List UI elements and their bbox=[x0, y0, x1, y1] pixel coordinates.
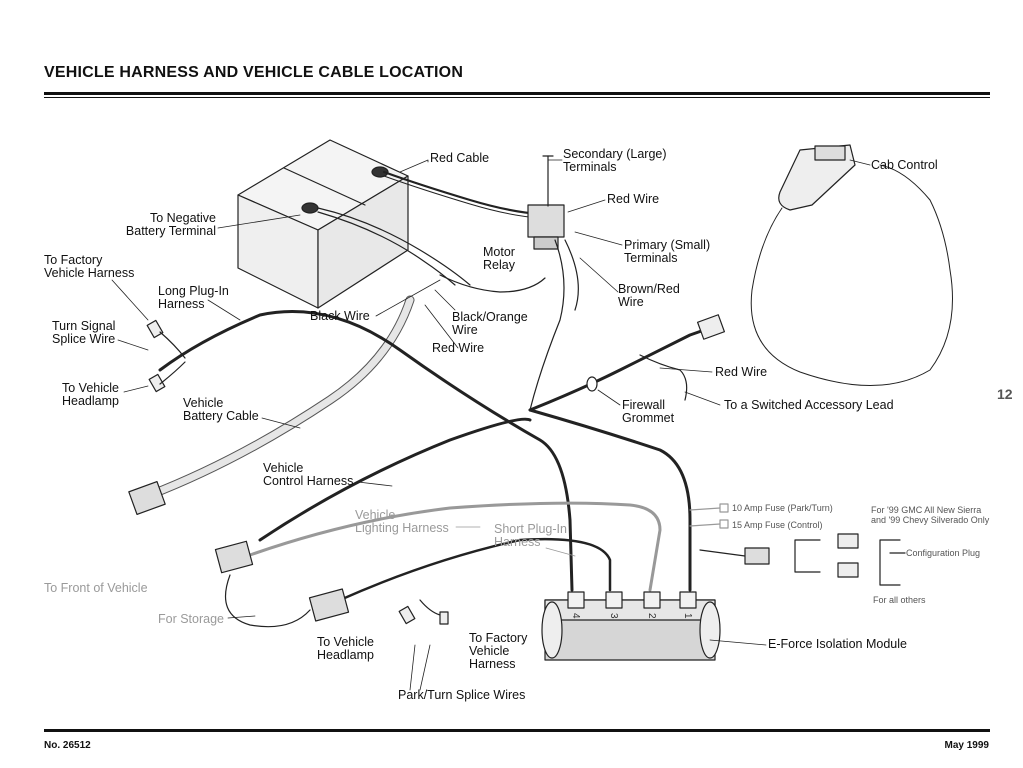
label-to-negative: To Negative Battery Terminal bbox=[125, 211, 216, 238]
label-switched-accessory: To a Switched Accessory Lead bbox=[724, 398, 894, 412]
module-terminal-numbers: 4 3 2 1 bbox=[570, 613, 693, 619]
label-red-wire-right: Red Wire bbox=[715, 365, 768, 379]
label-short-plug-in: Short Plug-In Harness bbox=[494, 522, 567, 549]
label-park-turn-splice: Park/Turn Splice Wires bbox=[398, 688, 526, 702]
cab-control-illustration bbox=[778, 144, 856, 211]
label-factory-harness-top: To Factory Vehicle Harness bbox=[44, 253, 135, 280]
label-red-wire-top: Red Wire bbox=[607, 192, 660, 206]
module-terminal-number: 3 bbox=[608, 613, 619, 619]
module-terminal-number: 4 bbox=[570, 613, 581, 619]
label-vehicle-battery-cable: Vehicle Battery Cable bbox=[183, 396, 259, 423]
label-vehicle-control-harness: Vehicle Control Harness bbox=[263, 461, 354, 488]
label-factory-harness-bottom: To Factory Vehicle Harness bbox=[469, 631, 528, 671]
label-motor-relay: Motor Relay bbox=[483, 245, 515, 272]
footer-rule bbox=[44, 729, 990, 732]
label-e-force-module: E-Force Isolation Module bbox=[768, 637, 907, 651]
label-brown-red-wire: Brown/Red Wire bbox=[618, 282, 680, 309]
label-for-storage: For Storage bbox=[158, 612, 225, 626]
label-fuse-15: 15 Amp Fuse (Control) bbox=[732, 520, 823, 530]
label-firewall-grommet: Firewall Grommet bbox=[622, 398, 675, 425]
label-secondary-terminals: Secondary (Large) Terminals bbox=[563, 147, 667, 174]
document-number: No. 26512 bbox=[44, 740, 91, 751]
isolation-module-illustration bbox=[541, 591, 721, 661]
battery-illustration bbox=[237, 139, 409, 309]
module-terminal-number: 1 bbox=[682, 613, 693, 619]
label-for-all-others: For all others bbox=[873, 595, 926, 605]
label-fuse-10: 10 Amp Fuse (Park/Turn) bbox=[732, 503, 833, 513]
document-date: May 1999 bbox=[944, 740, 989, 751]
label-cab-control: Cab Control bbox=[871, 158, 938, 172]
label-to-front-of-vehicle: To Front of Vehicle bbox=[44, 581, 148, 595]
label-red-wire-mid: Red Wire bbox=[432, 341, 485, 355]
page-title: VEHICLE HARNESS AND VEHICLE CABLE LOCATI… bbox=[44, 64, 464, 81]
label-primary-terminals: Primary (Small) Terminals bbox=[624, 238, 711, 265]
module-terminal-number: 2 bbox=[646, 613, 657, 619]
header-rule bbox=[44, 92, 990, 95]
label-black-orange-wire: Black/Orange Wire bbox=[452, 310, 528, 337]
label-configuration-plug: Configuration Plug bbox=[906, 548, 981, 558]
label-vehicle-headlamp-bottom: To Vehicle Headlamp bbox=[317, 635, 374, 662]
label-red-cable: Red Cable bbox=[430, 151, 490, 165]
motor-relay-illustration bbox=[527, 155, 565, 250]
label-black-wire: Black Wire bbox=[310, 309, 370, 323]
label-turn-signal-splice: Turn Signal Splice Wire bbox=[52, 319, 116, 346]
label-vehicle-headlamp-top: To Vehicle Headlamp bbox=[62, 381, 119, 408]
label-vehicle-lighting-harness: Vehicle Lighting Harness bbox=[355, 508, 449, 535]
header-rule-thin bbox=[44, 97, 990, 98]
label-long-plug-in: Long Plug-In Harness bbox=[158, 284, 229, 311]
page-number: 12 bbox=[997, 386, 1013, 402]
label-gmc-note: For '99 GMC All New Sierra and '99 Chevy… bbox=[871, 505, 990, 525]
